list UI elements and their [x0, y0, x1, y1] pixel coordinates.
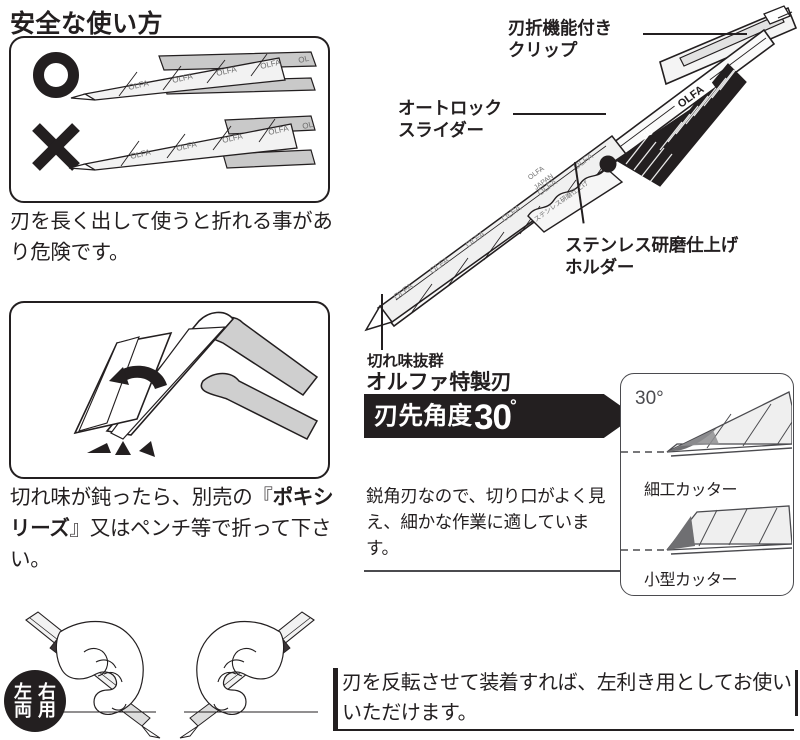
handedness-illustration	[22, 611, 318, 739]
badge-char-1: 左	[14, 682, 32, 702]
knife-diagram: OLFA OLFA OLFA OLFA OLFA OLFA	[364, 5, 798, 332]
leader-line-clip	[643, 33, 747, 35]
blade-length-illustration: OLFA OLFA OLFA OLFA OL OLFA OLFA OLFA OL…	[32, 51, 317, 171]
ng-mark-icon	[32, 123, 80, 171]
label-holder-line1: ステンレス研磨仕上げ	[565, 235, 738, 255]
label-slider: オートロック スライダー	[398, 97, 502, 141]
snap-burst-icon	[87, 441, 155, 457]
snap-off-illustration	[73, 311, 319, 457]
rotate-arrow-icon	[119, 365, 167, 389]
slider-body: OLFA 30	[614, 63, 747, 187]
label-holder-line2: ホルダー	[565, 257, 635, 277]
label-clip: 刃折機能付き クリップ	[508, 17, 612, 61]
blade-angle-banner: 刃先角度 30 °	[364, 394, 635, 438]
label-holder: ステンレス研磨仕上げ ホルダー	[565, 234, 738, 278]
caption-snap-off-post: 』又はペンチ等で折って下さい。	[10, 517, 332, 571]
banner-label: 刃先角度	[374, 402, 472, 430]
blade-angle-comparison-box: 30°	[620, 373, 794, 596]
right-edge-tick	[795, 670, 798, 716]
caption-snap-off: 切れ味が鈍ったら、別売の『ポキシリーズ』又はペンチ等で折って下さい。	[10, 482, 340, 575]
label-clip-line1: 刃折機能付き	[508, 18, 612, 38]
short-blade-good: OLFA OLFA OLFA OLFA OL	[70, 51, 317, 101]
svg-text:OL: OL	[297, 54, 310, 65]
label-slider-line2: スライダー	[398, 120, 484, 140]
compare-caption-small-cutter: 小型カッター	[644, 572, 738, 589]
leader-line-slider	[513, 113, 606, 115]
bottom-note-accent-bar	[333, 668, 338, 729]
promo-body-text: 鋭角刃なので、切り口がよく見え、細かな作業に適しています。	[366, 486, 606, 558]
hand-right-handed	[22, 611, 161, 739]
illustration-panel-blade-length: OLFA OLFA OLFA OLFA OL OLFA OLFA OLFA OL…	[9, 36, 330, 203]
illustration-panel-snap-off	[9, 301, 330, 479]
bottom-note-divider	[333, 729, 794, 731]
svg-text:30: 30	[639, 126, 656, 143]
ok-mark-icon	[33, 52, 79, 98]
promo-divider	[364, 570, 649, 572]
status-badge-ambidextrous: 左 右 両 用	[4, 670, 66, 732]
long-blade-bad: OLFA OLFA OLFA OLFA OL	[68, 115, 316, 171]
caption-snap-off-bold: ポキシリーズ	[10, 486, 334, 540]
svg-text:30°: 30°	[635, 388, 664, 409]
comparison-illustration: 30°	[621, 388, 793, 555]
page-title: 安全な使い方	[10, 10, 164, 38]
compare-caption-craft-cutter: 細工カッター	[644, 482, 738, 499]
hand-left-handed	[179, 611, 318, 739]
caption-snap-off-pre: 切れ味が鈍ったら、別売の『	[10, 486, 273, 509]
leader-line-blade	[381, 294, 383, 350]
banner-number: 30	[474, 398, 512, 437]
bottom-note: 刃を反転させて装着すれば、左利き用としてお使いいただけます。	[342, 672, 792, 724]
badge-char-4: 用	[38, 700, 56, 720]
label-clip-line2: クリップ	[508, 40, 578, 60]
banner-degree: °	[509, 396, 517, 415]
promo-title: オルファ特製刃	[366, 371, 512, 394]
badge-char-2: 右	[38, 682, 56, 702]
svg-text:OL: OL	[301, 120, 314, 131]
caption-blade-length: 刃を長く出して使うと折れる事があり危険です。	[10, 210, 333, 264]
promo-subtitle: 切れ味抜群	[367, 353, 444, 370]
label-slider-line1: オートロック	[398, 98, 502, 118]
badge-char-3: 両	[14, 700, 32, 720]
auto-lock-pin-icon	[599, 155, 617, 173]
